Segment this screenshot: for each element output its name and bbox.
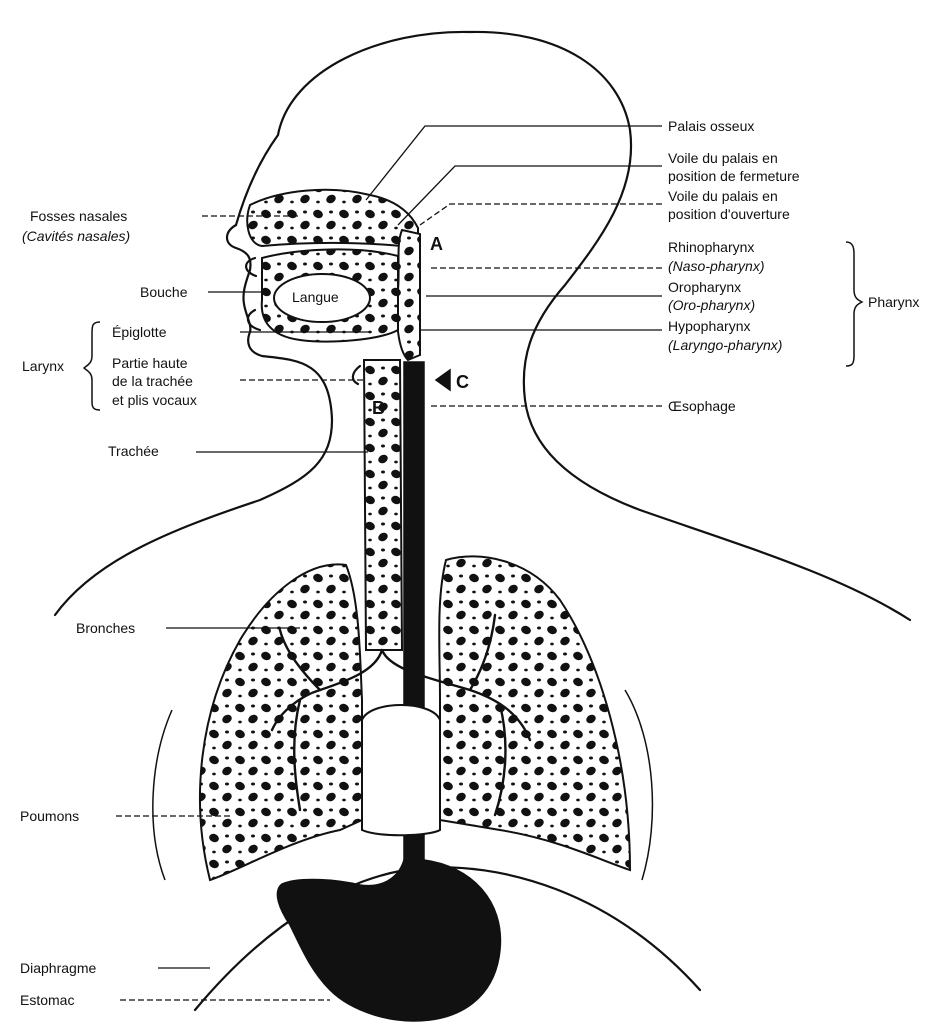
label-estomac: Estomac (20, 992, 74, 1008)
label-laryngo-pharynx: (Laryngo-pharynx) (668, 337, 782, 353)
left-lung-arc (153, 710, 172, 880)
label-cavites-nasales: (Cavités nasales) (22, 228, 130, 244)
label-langue: Langue (292, 289, 339, 305)
label-hypopharynx: Hypopharynx (668, 318, 751, 334)
label-partie-haute-3: et plis vocaux (112, 392, 197, 408)
marker-c: C (456, 372, 469, 392)
label-poumons: Poumons (20, 808, 79, 824)
label-oro-pharynx: (Oro-pharynx) (668, 297, 755, 313)
label-voile-fermeture-2: position de fermeture (668, 168, 800, 184)
pharynx-brace (846, 242, 862, 366)
label-epiglotte: Épiglotte (112, 324, 167, 340)
label-oesophage: Œsophage (668, 398, 736, 414)
label-partie-haute-2: de la trachée (112, 373, 193, 389)
marker-a: A (430, 234, 443, 254)
larynx-brace (84, 322, 100, 410)
right-lung (439, 556, 630, 870)
label-oropharynx: Oropharynx (668, 279, 741, 295)
label-voile-fermeture-1: Voile du palais en (668, 150, 778, 166)
label-voile-ouverture-2: position d'ouverture (668, 206, 790, 222)
label-bronches: Bronches (76, 620, 135, 636)
label-palais-osseux: Palais osseux (668, 118, 754, 134)
pharynx (397, 230, 420, 360)
label-diaphragme: Diaphragme (20, 960, 96, 976)
label-naso-pharynx: (Naso-pharynx) (668, 258, 764, 274)
label-partie-haute-1: Partie haute (112, 355, 188, 371)
label-larynx: Larynx (22, 358, 64, 374)
mediastinum (362, 705, 440, 835)
stomach (277, 860, 500, 1021)
label-rhinopharynx: Rhinopharynx (668, 239, 754, 255)
marker-b: B (372, 398, 385, 418)
label-fosses-nasales: Fosses nasales (30, 208, 127, 224)
nasal-cavity (247, 190, 418, 248)
left-lung (200, 564, 362, 880)
label-voile-ouverture-1: Voile du palais en (668, 188, 778, 204)
label-bouche: Bouche (140, 284, 188, 300)
body-outline (55, 32, 910, 620)
label-trachee: Trachée (108, 443, 159, 459)
arrow-c-icon (436, 370, 450, 390)
label-pharynx: Pharynx (868, 294, 919, 310)
